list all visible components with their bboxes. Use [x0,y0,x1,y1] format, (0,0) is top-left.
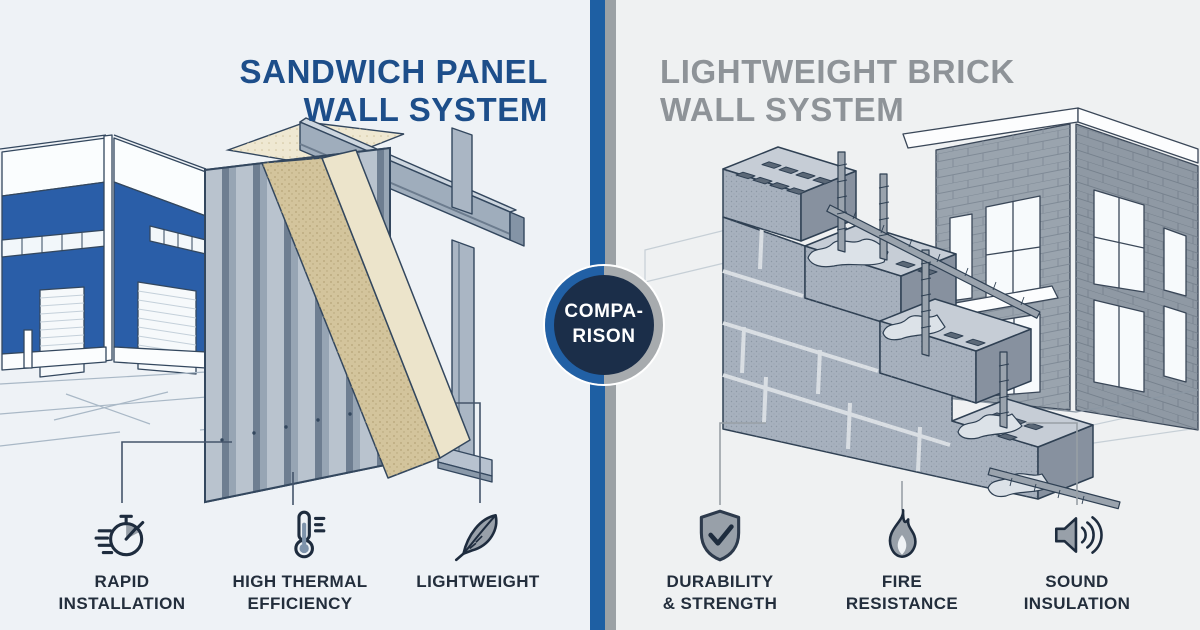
feature-rapid-installation: RAPID INSTALLATION [27,506,217,615]
rebar-rods [826,151,1121,510]
industrial-building [0,134,207,378]
feature-durability-strength: DURABILITY & STRENGTH [625,506,815,615]
left-connector-lines [121,402,481,505]
block-cores [735,161,833,195]
badge-text-line2: RISON [572,326,636,347]
feature-lightweight: LIGHTWEIGHT [383,506,573,593]
right-connector-lines [719,422,1078,510]
mortar-joints [722,222,951,472]
feature-high-thermal-efficiency: HIGH THERMAL EFFICIENCY [205,506,395,615]
comparison-badge: COMPA- RISON [541,262,667,388]
flame-icon [888,508,917,559]
block-wall [722,146,1121,510]
feature-label: DURABILITY & STRENGTH [662,572,778,614]
sandwich-panel-illustration [0,117,525,505]
right-title-line1: LIGHTWEIGHT BRICK [660,53,1015,91]
feature-fire-resistance: FIRE RESISTANCE [807,506,997,615]
badge-ring [543,264,665,386]
insulation-core [261,149,471,479]
speaker-icon [1054,516,1103,554]
feature-label: SOUND INSULATION [1023,572,1131,614]
feature-sound-insulation: SOUND INSULATION [982,506,1172,615]
thermometer-icon [294,510,326,559]
feather-icon [454,514,498,562]
right-title-line2: WALL SYSTEM [660,91,905,129]
right-title: LIGHTWEIGHT BRICK WALL SYSTEM [660,53,1140,129]
brick-wall-illustration [644,107,1199,510]
badge-text-line1: COMPA- [564,301,644,323]
left-title: SANDWICH PANEL WALL SYSTEM [60,53,548,129]
left-title-line2: WALL SYSTEM [303,91,548,129]
feature-label: LIGHTWEIGHT [416,572,540,591]
shield-check-icon [699,509,741,562]
feature-label: FIRE RESISTANCE [845,572,959,614]
rebar-ribs [836,163,1085,505]
feature-label: RAPID INSTALLATION [58,572,186,614]
stopwatch-icon [94,514,145,557]
feature-label: HIGH THERMAL EFFICIENCY [232,572,368,614]
left-title-line1: SANDWICH PANEL [239,53,548,91]
